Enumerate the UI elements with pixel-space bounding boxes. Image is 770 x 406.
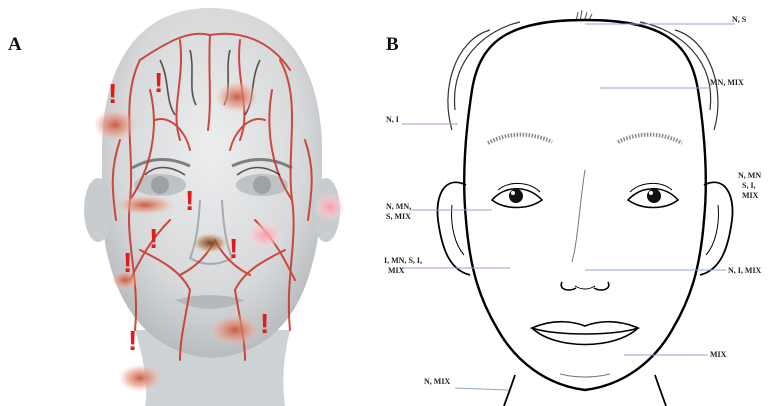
label-eye-right-line1: N, MN [738, 171, 761, 180]
warning-icon: ! [260, 308, 269, 339]
label-temple: N, I [386, 115, 399, 124]
label-cheek-left-line1: I, MN, S, I, [384, 256, 422, 265]
warning-icon: ! [123, 247, 132, 278]
label-pointer-line [455, 388, 508, 390]
warning-icon: ! [185, 185, 194, 216]
warning-icon: ! [229, 233, 238, 264]
labeled-face-diagram: N, S MN, MIX N, I N, MN S, I, MIX N, MN,… [380, 0, 770, 406]
warning-icon: ! [149, 223, 158, 254]
warning-icon: ! [154, 67, 163, 98]
label-eye-right-line2: S, I, [742, 181, 756, 190]
label-eye-right-line3: MIX [742, 191, 759, 200]
label-cheek-left-line2: MIX [388, 266, 405, 275]
label-forehead: MN, MIX [710, 78, 744, 87]
warning-icon: ! [128, 325, 137, 356]
panel-a-label: A [8, 34, 22, 56]
vascular-face-illustration: ! ! ! ! ! ! ! ! [40, 0, 380, 406]
label-neck: N, MIX [424, 377, 450, 386]
label-top: N, S [732, 15, 747, 24]
label-cheek-right: N, I, MIX [728, 266, 762, 275]
label-eye-left-line2: S, MIX [386, 212, 411, 221]
label-eye-left-line1: N, MN, [386, 202, 411, 211]
label-chin: MIX [710, 350, 727, 359]
warning-icon: ! [108, 78, 117, 109]
